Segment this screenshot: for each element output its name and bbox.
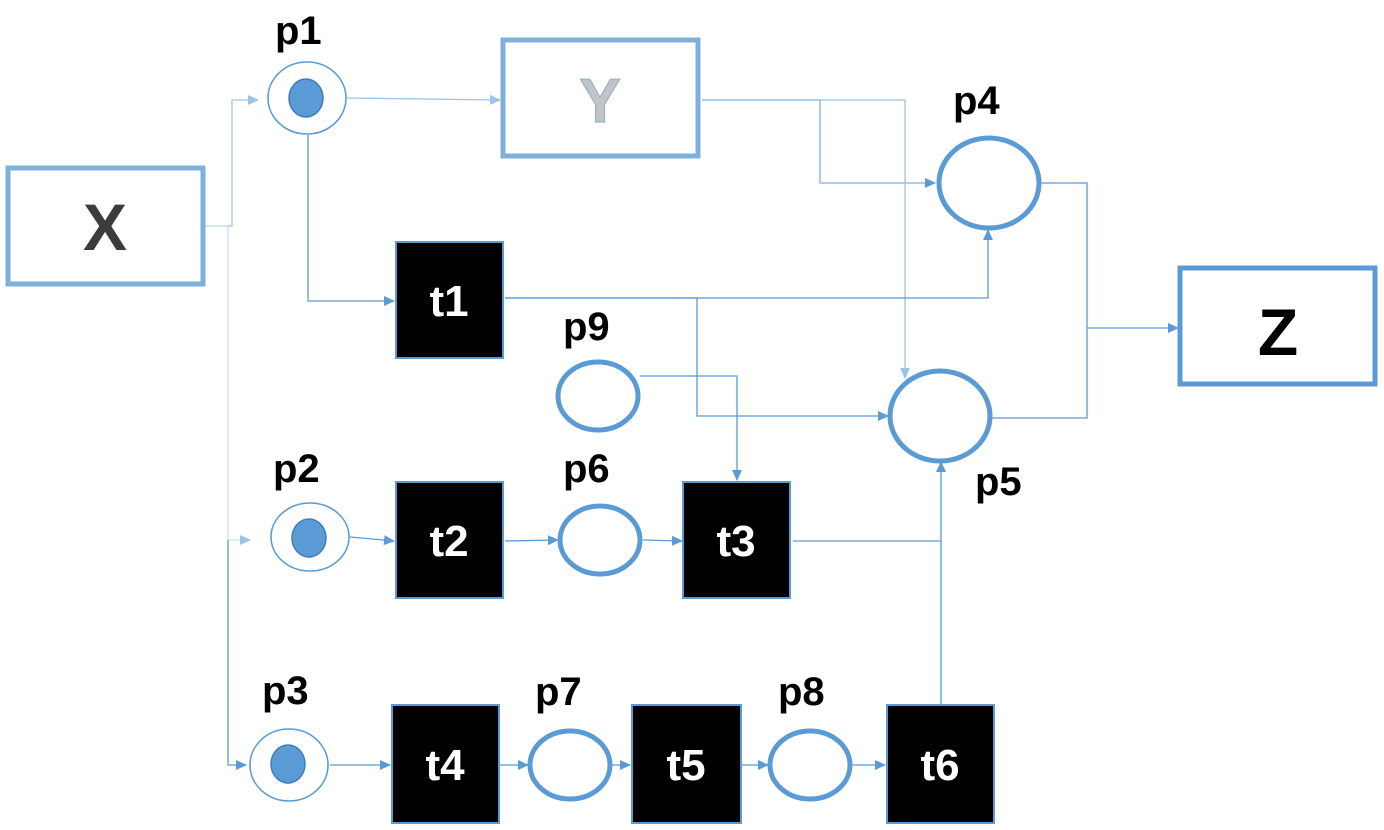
edge-y-to-p4 xyxy=(702,99,936,188)
transition-t2-label: t2 xyxy=(429,517,468,566)
transition-t3-label: t3 xyxy=(716,517,755,566)
place-p4 xyxy=(936,135,1042,231)
place-p3 xyxy=(249,728,329,802)
edge-p4-to-z xyxy=(1041,182,1088,328)
box-y-label: Y xyxy=(579,67,620,136)
transition-t5-label: t5 xyxy=(666,741,705,790)
edge-y-to-p5 xyxy=(820,99,910,379)
token-p1 xyxy=(288,78,324,118)
edge-x-to-p1 xyxy=(205,95,259,227)
place-p2 xyxy=(270,502,350,572)
place-p7-label: p7 xyxy=(535,670,582,714)
edge-p1-to-t1 xyxy=(307,135,395,306)
place-p1-label: p1 xyxy=(275,9,322,53)
edge-p2-to-t2 xyxy=(349,535,395,546)
transition-t5: t5 xyxy=(631,704,742,824)
box-x-label: X xyxy=(83,190,127,264)
edges xyxy=(205,94,1179,770)
edge-p9-to-t3 xyxy=(640,375,742,481)
transition-t2: t2 xyxy=(395,481,504,599)
place-p8-label: p8 xyxy=(778,670,825,714)
transition-t6-label: t6 xyxy=(920,741,959,790)
place-p2-label: p2 xyxy=(273,447,320,491)
place-p9-label: p9 xyxy=(563,305,610,349)
edge-x-to-p2 xyxy=(205,225,251,545)
edge-x-to-p3 xyxy=(227,540,247,770)
edge-t1-to-p5 xyxy=(505,297,889,421)
place-p1 xyxy=(267,61,347,135)
box-x: X xyxy=(5,165,206,287)
place-p5 xyxy=(887,368,993,464)
place-p4-label: p4 xyxy=(953,79,1000,123)
edge-t2-to-p6 xyxy=(504,535,559,546)
transition-t3: t3 xyxy=(682,481,791,599)
place-p7 xyxy=(527,728,613,802)
transition-t4-label: t4 xyxy=(425,741,465,790)
place-p6-label: p6 xyxy=(563,447,610,491)
place-p9 xyxy=(555,359,641,433)
box-y: Y xyxy=(500,37,701,159)
place-p6 xyxy=(557,503,643,577)
edge-t3-to-p5 xyxy=(793,461,946,542)
transition-t4: t4 xyxy=(391,704,500,824)
edge-t1-to-p4 xyxy=(505,229,993,299)
transition-t1-label: t1 xyxy=(429,277,468,326)
transition-t6: t6 xyxy=(886,704,995,824)
edge-p6-to-t3 xyxy=(642,535,683,546)
transition-t1: t1 xyxy=(395,241,504,359)
edge-p1-to-y xyxy=(346,94,501,105)
box-z-label: Z xyxy=(1258,295,1298,369)
box-z: Z xyxy=(1177,265,1378,387)
edge-p5-to-z xyxy=(992,323,1179,419)
place-p8 xyxy=(767,728,853,802)
place-p5-label: p5 xyxy=(975,460,1022,504)
place-p3-label: p3 xyxy=(262,669,309,713)
token-p2 xyxy=(291,518,327,558)
token-p3 xyxy=(270,744,306,784)
